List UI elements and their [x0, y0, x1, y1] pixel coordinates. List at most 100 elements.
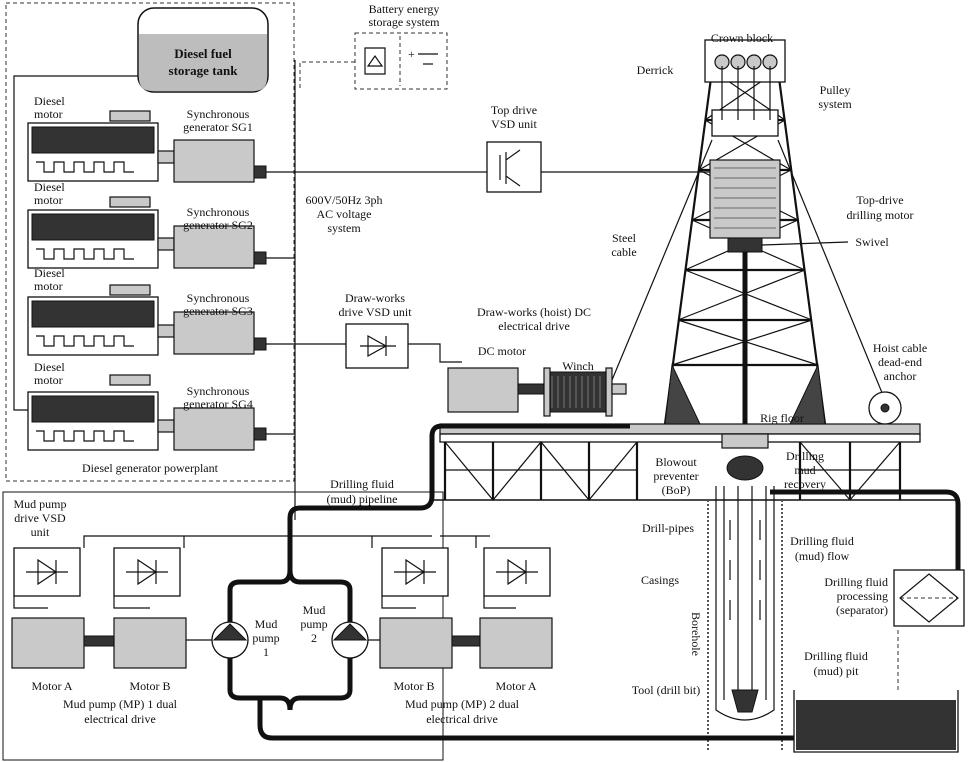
sg2-label-2: generator SG2 — [183, 218, 253, 232]
sg2-label-1: Synchronous — [187, 205, 250, 219]
mud-recovery-label-1: Drilling — [786, 449, 824, 463]
steel-cable-label-2: cable — [611, 245, 636, 259]
fuel-tank-label-2: storage tank — [169, 63, 239, 78]
blowout-preventer — [726, 455, 764, 481]
sg3-label-1: Synchronous — [187, 291, 250, 305]
motor-b-left-label: Motor B — [129, 679, 170, 693]
diesel-motor-label: Diesel — [34, 180, 65, 194]
mud-recovery-label-2: mud — [794, 463, 815, 477]
sg4-label-1: Synchronous — [187, 384, 250, 398]
pulley-label-2: system — [818, 97, 852, 111]
mud-flow-label-1: Drilling fluid — [790, 534, 854, 548]
sg3-label-2: generator SG3 — [183, 304, 253, 318]
dc-motor — [447, 367, 519, 413]
ac-system-label-1: 600V/50Hz 3ph — [306, 193, 383, 207]
swivel-label: Swivel — [855, 235, 889, 249]
motor-a-mp1 — [11, 617, 85, 669]
powerplant-border — [5, 2, 295, 482]
motor-b-mp2 — [379, 617, 453, 669]
diesel-motor-label: Diesel — [34, 266, 65, 280]
sg4-label-2: generator SG4 — [183, 397, 253, 411]
mud-pump-vsd-label-3: unit — [31, 525, 50, 539]
synchronous-generator-sg3 — [173, 311, 255, 355]
hoist-line — [777, 139, 886, 401]
motor-a-left-label: Motor A — [31, 679, 72, 693]
top-drive-vsd-label-1: Top drive — [491, 103, 537, 117]
battery-energy-storage: Battery energy storage system + — [299, 2, 448, 90]
hoist-anchor-label-3: anchor — [884, 369, 917, 383]
vsd-mp2-a — [483, 547, 551, 597]
steel-cable-label-1: Steel — [612, 231, 637, 245]
mud-pump-vsd-label-2: drive VSD — [14, 511, 66, 525]
mud-recovery-label-3: recovery — [784, 477, 826, 491]
mud-pump-2-label-3: 2 — [311, 631, 317, 645]
mp2-drive-label-1: Mud pump (MP) 2 dual — [405, 697, 520, 711]
genset-2: Diesel motor Synchronous generator SG2 — [27, 180, 267, 269]
mud-pipeline-label-1: Drilling fluid — [330, 477, 394, 491]
top-drive-vsd-label-2: VSD unit — [491, 117, 537, 131]
derrick — [611, 39, 886, 425]
drawworks-drive-label-2: electrical drive — [498, 319, 570, 333]
steel-cable — [611, 139, 713, 381]
mp2-drive-label-2: electrical drive — [426, 712, 498, 726]
casings-label: Casings — [641, 573, 679, 587]
motor-b-right-label: Motor B — [393, 679, 434, 693]
bop-label-1: Blowout — [655, 455, 697, 469]
battery-label-2: storage system — [369, 15, 441, 29]
genset-3: Diesel motor Synchronous generator SG3 — [27, 266, 267, 356]
pulley-label-1: Pulley — [820, 83, 851, 97]
dc-motor-label: DC motor — [478, 344, 526, 358]
drill-pipes-label: Drill-pipes — [642, 521, 694, 535]
diesel-motor-label: motor — [34, 279, 63, 293]
drill-bit — [731, 689, 759, 713]
top-drive-motor-label-2: drilling motor — [847, 208, 914, 222]
mp1-drive-label-1: Mud pump (MP) 1 dual — [63, 697, 178, 711]
mud-pump-2-label-1: Mud — [303, 603, 326, 617]
ac-bus — [266, 60, 296, 520]
diesel-motor-label: Diesel — [34, 94, 65, 108]
drawworks-vsd-label-1: Draw-works — [345, 291, 405, 305]
mud-pump-vsd-label-1: Mud pump — [13, 497, 66, 511]
synchronous-generator-sg2 — [173, 225, 255, 269]
ac-system-label-3: system — [327, 221, 361, 235]
derrick-label: Derrick — [637, 63, 674, 77]
mud-pit-label-1: Drilling fluid — [804, 649, 868, 663]
borehole — [707, 486, 783, 750]
rig-substructure — [430, 423, 960, 501]
mud-flow-label-2: (mud) flow — [795, 549, 850, 563]
mp1-drive-label-2: electrical drive — [84, 712, 156, 726]
genset-4: Diesel motor Synchronous generator SG4 — [27, 360, 267, 451]
diesel-motor-label: Diesel — [34, 360, 65, 374]
vsd-mp1-a — [13, 547, 81, 597]
processing-label-2: processing — [837, 589, 888, 603]
diesel-motor-label: motor — [34, 193, 63, 207]
drawworks-drive-label-1: Draw-works (hoist) DC — [477, 305, 591, 319]
fuel-line — [13, 75, 138, 411]
drawworks-feed — [295, 343, 462, 363]
crown-block-label: Crown block — [711, 31, 773, 45]
ac-system-label-2: AC voltage — [317, 207, 372, 221]
top-drive-motor — [709, 159, 781, 239]
powerplant-label: Diesel generator powerplant — [82, 461, 219, 475]
winch-label: Winch — [562, 359, 594, 373]
motor-a-right-label: Motor A — [495, 679, 536, 693]
drawworks-vsd-label-2: drive VSD unit — [338, 305, 412, 319]
processing-label-3: (separator) — [836, 603, 888, 617]
mud-pump-2-label-2: pump — [300, 617, 327, 631]
diesel-fuel-tank: Diesel fuel storage tank — [137, 7, 269, 93]
svg-text:+: + — [408, 47, 415, 61]
bop-label-2: preventer — [653, 469, 698, 483]
sg1-label-2: generator SG1 — [183, 120, 253, 134]
synchronous-generator-sg1 — [173, 139, 255, 183]
winch — [547, 371, 609, 413]
mud-pump-1-label-1: Mud — [255, 617, 278, 631]
diesel-motor-label: motor — [34, 373, 63, 387]
fuel-tank-label-1: Diesel fuel — [174, 46, 232, 61]
mud-pipeline-label-2: (mud) pipeline — [327, 492, 398, 506]
battery-label-1: Battery energy — [369, 2, 440, 16]
mud-pump-1-label-2: pump — [252, 631, 279, 645]
mud-pump-1-label-3: 1 — [263, 645, 269, 659]
processing-label-1: Drilling fluid — [824, 575, 888, 589]
top-drive-motor-label-1: Top-drive — [856, 193, 903, 207]
